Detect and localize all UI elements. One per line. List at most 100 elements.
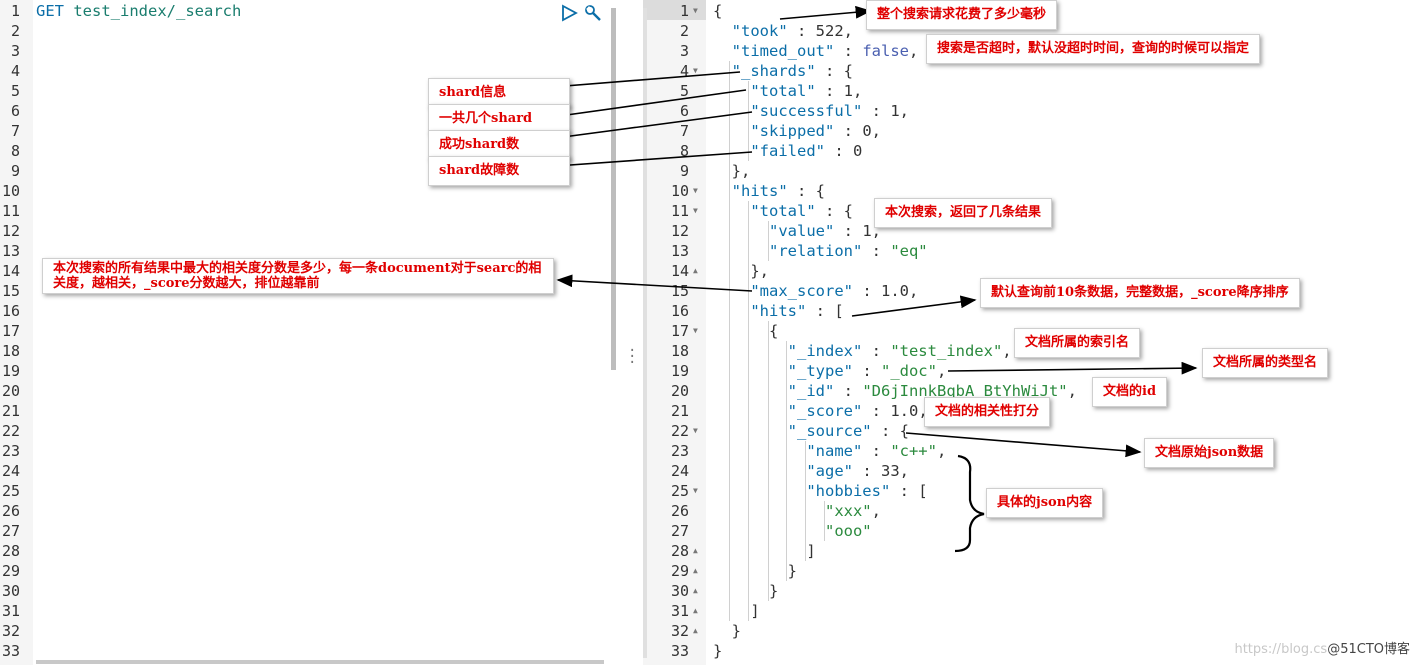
code-line: } (713, 641, 722, 661)
fold-end-icon[interactable]: ▲ (693, 546, 698, 555)
code-token: , (1002, 342, 1012, 360)
horizontal-scrollbar[interactable] (36, 660, 604, 664)
line-number: 11 (670, 202, 689, 220)
callout-type: 文档所属的类型名 (1202, 348, 1329, 378)
fold-collapse-icon[interactable]: ▼ (693, 326, 698, 335)
pane-splitter[interactable] (612, 0, 643, 665)
line-number: 31 (1, 602, 20, 620)
line-number: 33 (1, 642, 20, 660)
line-number: 1 (679, 2, 689, 20)
line-number: 4 (10, 62, 20, 80)
fold-collapse-icon[interactable]: ▼ (693, 206, 698, 215)
code-token: "hobbies" (713, 482, 891, 500)
line-number: 27 (670, 522, 689, 540)
code-token: }, (713, 262, 769, 280)
line-number: 16 (670, 302, 689, 320)
code-token: "hits" (713, 182, 788, 200)
resize-handle-icon[interactable]: ··· (628, 343, 637, 371)
code-token: "failed" (713, 142, 825, 160)
code-token: : (787, 22, 816, 40)
line-number: 22 (670, 422, 689, 440)
code-line: "skipped" : 0, (713, 121, 881, 141)
code-token: , (918, 402, 928, 420)
indent-guide (786, 341, 787, 581)
code-token: ] (713, 602, 760, 620)
line-number: 6 (10, 102, 20, 120)
watermark: https://blog.cs@51CTO博客 (1234, 642, 1410, 657)
code-token: "total" (713, 82, 816, 100)
code-token: : { (815, 202, 853, 220)
code-token: }, (713, 162, 751, 180)
fold-collapse-icon[interactable]: ▼ (693, 66, 698, 75)
line-number: 1 (10, 2, 20, 20)
code-token: 1.0 (890, 402, 919, 420)
callout-hits-total: 本次搜索，返回了几条结果 (874, 198, 1053, 228)
callout-source: 文档原始json数据 (1144, 438, 1275, 468)
line-number: 18 (1, 342, 20, 360)
code-line: "age" : 33, (713, 461, 909, 481)
code-token: "eq" (890, 242, 928, 260)
fold-collapse-icon[interactable]: ▼ (693, 426, 698, 435)
play-icon[interactable] (560, 4, 578, 22)
indent-guide (805, 441, 806, 561)
callout-score: 文档的相关性打分 (924, 397, 1051, 427)
code-token: , (871, 222, 882, 240)
request-line[interactable]: GET test_index/_search (36, 2, 241, 20)
line-number: 3 (679, 42, 689, 60)
code-token: "name" (713, 442, 863, 460)
fold-end-icon[interactable]: ▲ (693, 586, 698, 595)
fold-collapse-icon[interactable]: ▼ (693, 186, 698, 195)
code-token: : (852, 362, 881, 380)
code-token: : [ (806, 302, 844, 320)
line-number: 11 (1, 202, 20, 220)
callout-hits-array: 默认查询前10条数据，完整数据，_score降序排序 (980, 278, 1300, 308)
wrench-icon[interactable] (584, 4, 602, 22)
code-token: "D6jInnkBqbA_BtYhWiJt" (862, 382, 1068, 400)
code-token: , (936, 442, 947, 460)
code-token: } (713, 642, 723, 660)
line-number: 12 (670, 222, 689, 240)
code-token: : { (787, 182, 825, 200)
line-number: 6 (679, 102, 689, 120)
request-method: GET (36, 2, 64, 20)
line-number: 7 (679, 122, 689, 140)
code-token: : (852, 462, 881, 480)
fold-collapse-icon[interactable]: ▼ (693, 6, 698, 15)
fold-end-icon[interactable]: ▲ (693, 626, 698, 635)
code-token: : (862, 402, 891, 420)
code-token: "hits" (713, 302, 807, 320)
line-number: 14 (670, 262, 689, 280)
code-line: "max_score" : 1.0, (713, 281, 918, 301)
line-number: 20 (1, 382, 20, 400)
code-token: 1 (890, 102, 900, 120)
line-number: 19 (670, 362, 689, 380)
code-token: } (713, 562, 797, 580)
line-number: 17 (1, 322, 20, 340)
code-token: : (862, 102, 891, 120)
code-token: : (862, 242, 891, 260)
response-scrollbar[interactable] (643, 8, 647, 658)
code-token: "c++" (890, 442, 937, 460)
line-number: 17 (670, 322, 689, 340)
code-token: "_index" (713, 342, 863, 360)
code-token: "xxx" (713, 502, 872, 520)
code-token: : (852, 282, 881, 300)
line-number: 30 (1, 582, 20, 600)
fold-end-icon[interactable]: ▲ (693, 566, 698, 575)
code-token: , (843, 22, 853, 40)
line-number: 16 (1, 302, 20, 320)
code-token: , (899, 102, 909, 120)
line-number: 28 (1, 542, 20, 560)
vertical-scrollbar[interactable] (611, 8, 616, 370)
indent-guide (768, 221, 769, 261)
code-token: , (908, 282, 919, 300)
line-number: 13 (1, 242, 20, 260)
fold-end-icon[interactable]: ▲ (693, 266, 698, 275)
line-number: 21 (670, 402, 689, 420)
code-token: { (713, 322, 779, 340)
fold-collapse-icon[interactable]: ▼ (693, 486, 698, 495)
fold-end-icon[interactable]: ▲ (693, 606, 698, 615)
code-token: "max_score" (713, 282, 853, 300)
